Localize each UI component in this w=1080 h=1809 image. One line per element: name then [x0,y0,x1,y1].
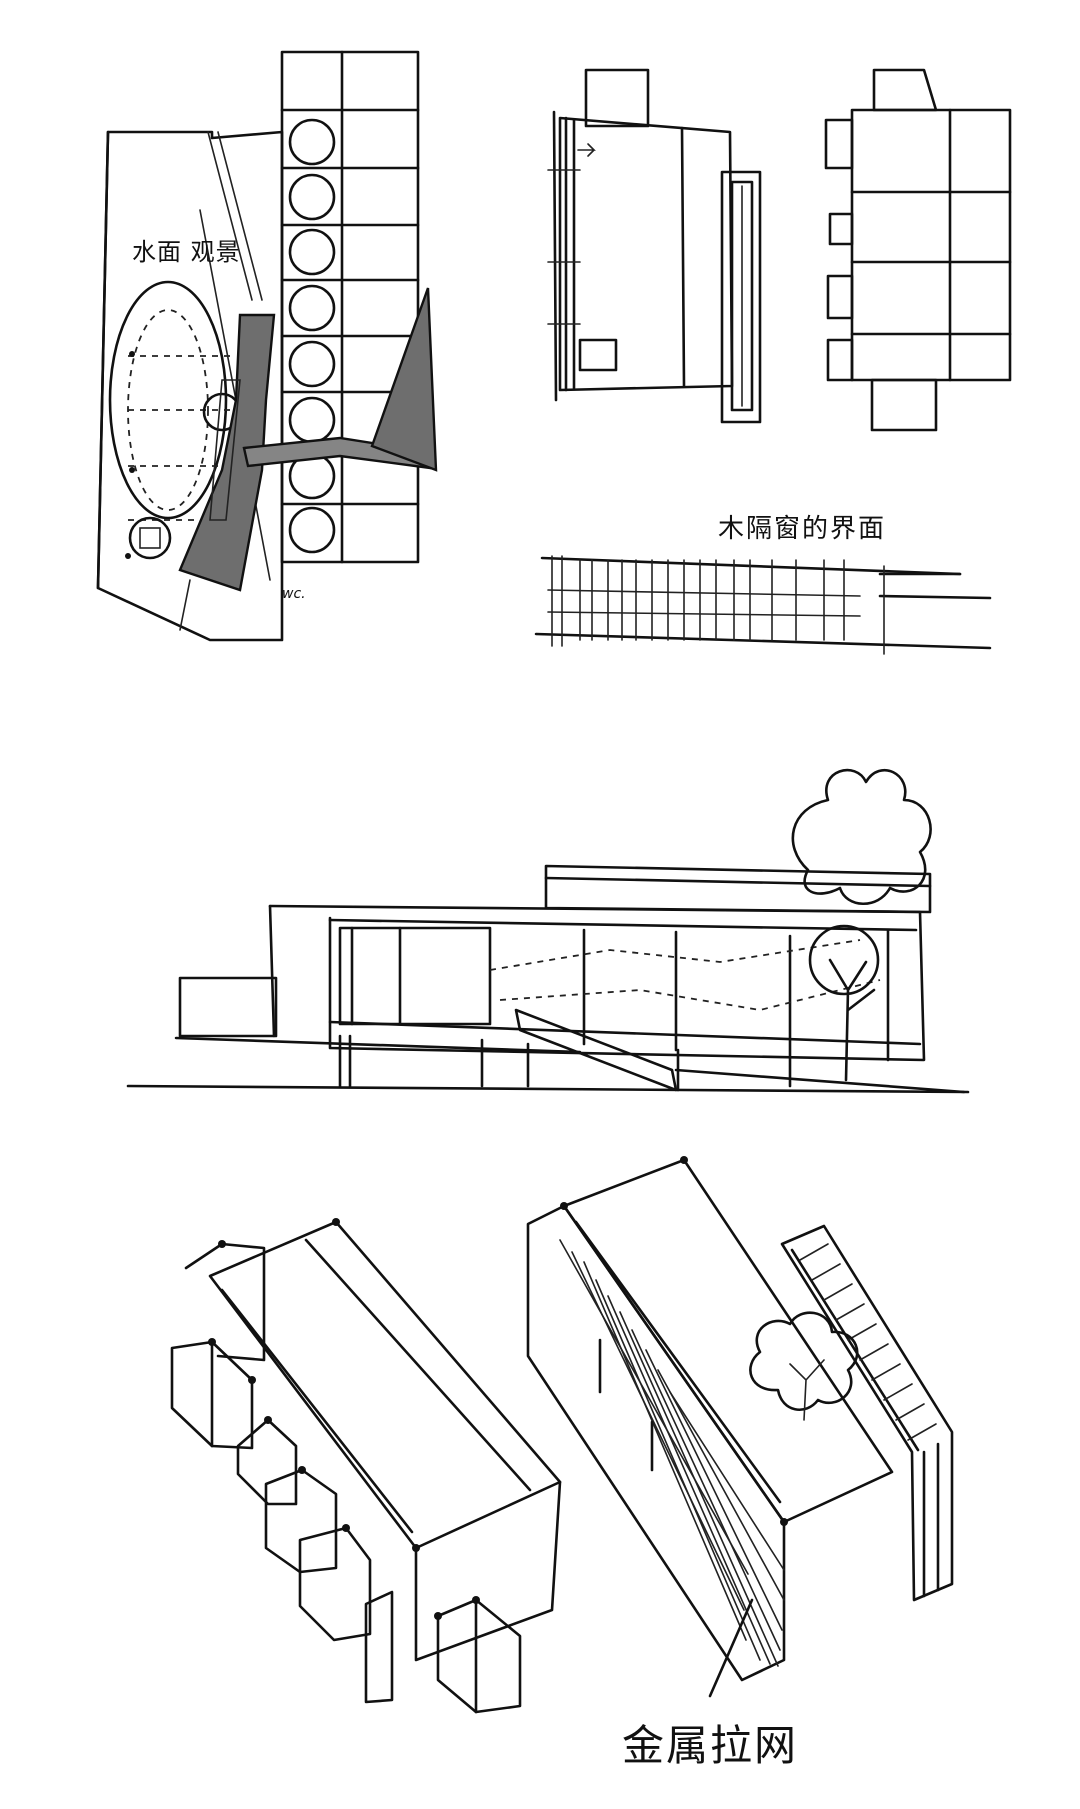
roof-plan [824,68,1012,432]
floor-plan [547,68,762,424]
axonometric-mesh [526,1156,954,1698]
mesh-annotation: 金属拉网 [622,1721,799,1770]
facade-strip [534,555,992,655]
elevation [126,768,970,1094]
site-plan [96,50,438,642]
facade-annotation: 木隔窗的界面 [718,514,887,544]
axonometric-volumes [170,1218,562,1714]
wc-annotation: wc. [282,586,306,602]
plan-annotation: 水面 观景 [132,238,241,266]
